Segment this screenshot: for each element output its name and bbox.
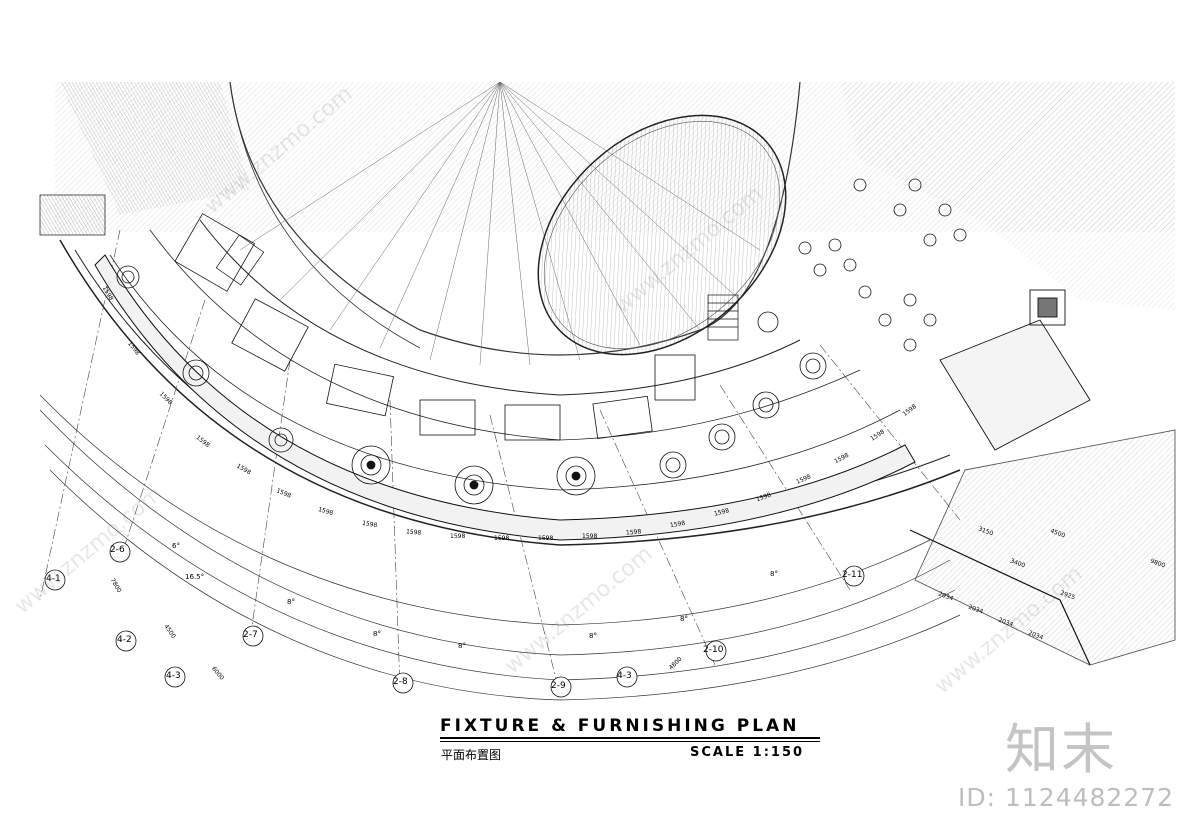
round-table (116, 265, 140, 289)
axis-label: 4-3 (166, 671, 181, 681)
axis-label: 2-7 (243, 630, 258, 640)
round-table (182, 359, 210, 387)
round-table (454, 465, 494, 505)
round-table (757, 311, 779, 333)
round-table (659, 451, 687, 479)
dimension-text: 8° (458, 642, 466, 650)
grid-radials (39, 229, 961, 696)
axis-label: 2-6 (110, 545, 125, 555)
round-table (556, 456, 596, 496)
plan-title: FIXTURE & FURNISHING PLAN (440, 716, 800, 736)
right-building (909, 289, 1176, 666)
dimension-text: 1598 (538, 535, 554, 542)
dining-furniture (116, 178, 967, 505)
dimension-text: 16.5° (185, 573, 205, 581)
perimeter-wall (94, 254, 916, 541)
dimension-text: 8° (589, 632, 597, 640)
dimension-text: 8° (680, 615, 688, 623)
dimension-text: 6° (172, 542, 180, 550)
plan-title-chinese: 平面布置图 (441, 748, 502, 762)
dimension-text: 8° (287, 598, 295, 606)
dimension-text: 1598 (405, 528, 422, 537)
stairs (39, 194, 739, 341)
round-table (799, 352, 827, 380)
dimension-text: 1598 (450, 533, 466, 540)
round-table (268, 427, 294, 453)
round-table (351, 445, 391, 485)
dimension-text: 1598 (582, 533, 598, 540)
dimension-text: 8° (373, 630, 381, 638)
plan-scale: SCALE 1:150 (690, 745, 805, 760)
axis-label: 2-10 (703, 645, 724, 655)
watermark-logo: 知末 (1005, 718, 1117, 781)
round-table (752, 391, 780, 419)
dimension-text: 8° (770, 570, 778, 578)
title-underline-thin (440, 741, 820, 742)
outer-arcs (39, 394, 961, 701)
dimension-text: 1598 (494, 535, 510, 542)
axis-label: 2-8 (393, 677, 408, 687)
cafe-tables (798, 178, 967, 352)
title-underline (440, 737, 820, 739)
dimension-text: 1598 (625, 528, 642, 537)
axis-label: 4-3 (617, 671, 632, 681)
axis-label: 2-9 (551, 681, 566, 691)
watermark-id: ID: 1124482272 (958, 783, 1175, 812)
axis-label: 2-11 (842, 570, 863, 580)
axis-label: 4-2 (117, 635, 132, 645)
axis-label: 4-1 (46, 574, 61, 584)
grid-bubbles (44, 541, 865, 698)
round-table (708, 423, 736, 451)
